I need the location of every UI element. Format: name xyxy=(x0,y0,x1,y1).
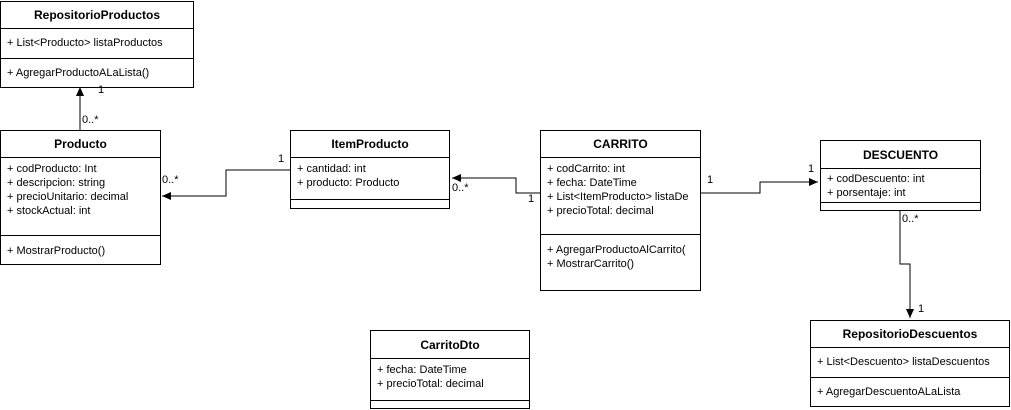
attributes-section: + List<Descuento> listaDescuentos xyxy=(811,348,1009,378)
class-name: RepositorioProductos xyxy=(1,2,193,29)
attribute: + stockActual: int xyxy=(7,205,91,217)
methods-section xyxy=(821,203,980,210)
class-carrito-dto[interactable]: CarritoDto + fecha: DateTime + precioTot… xyxy=(370,330,530,409)
methods-section: + AgregarDescuentoALaLista xyxy=(811,378,1009,403)
attribute: + porsentaje: int xyxy=(827,187,906,199)
line-descuento-repositorio xyxy=(899,210,914,318)
class-name: CarritoDto xyxy=(371,331,529,359)
method: + MostrarProducto() xyxy=(7,245,106,257)
class-name: RepositorioDescuentos xyxy=(811,321,1009,348)
attribute: + List<Producto> listaProductos xyxy=(7,37,163,49)
class-name: DESCUENTO xyxy=(821,141,980,169)
attributes-section: + List<Producto> listaProductos xyxy=(1,29,193,59)
class-descuento[interactable]: DESCUENTO + codDescuento: int + porsenta… xyxy=(820,140,981,211)
multiplicity-label: 1 xyxy=(707,174,714,186)
class-repositorio-descuentos[interactable]: RepositorioDescuentos + List<Descuento> … xyxy=(810,320,1010,407)
attribute: + fecha: DateTime xyxy=(547,177,637,189)
multiplicity-label: 0..* xyxy=(82,114,99,126)
attribute: + cantidad: int xyxy=(297,163,366,175)
attributes-section: + codDescuento: int + porsentaje: int xyxy=(821,169,980,203)
attribute: + codCarrito: int xyxy=(547,163,625,175)
multiplicity-label: 1 xyxy=(808,163,815,175)
attribute: + precioTotal: decimal xyxy=(377,378,484,390)
class-producto[interactable]: Producto + codProducto: Int + descripcio… xyxy=(0,130,161,265)
attributes-section: + fecha: DateTime + precioTotal: decimal xyxy=(371,359,529,401)
method: + AgregarProductoALaLista() xyxy=(7,67,150,79)
multiplicity-label: 1 xyxy=(918,303,925,315)
class-carrito[interactable]: CARRITO + codCarrito: int + fecha: DateT… xyxy=(540,130,701,291)
class-name: CARRITO xyxy=(541,131,700,158)
attributes-section: + cantidad: int + producto: Producto xyxy=(291,158,449,200)
line-carrito-descuento xyxy=(700,178,818,194)
attribute: + precioTotal: decimal xyxy=(547,205,654,217)
attribute: + codProducto: Int xyxy=(7,163,97,175)
methods-section: + MostrarProducto() xyxy=(1,236,160,262)
attribute: + precioUnitario: decimal xyxy=(7,191,129,203)
methods-section: + AgregarProductoALaLista() xyxy=(1,59,193,84)
line-carrito-item xyxy=(452,174,540,194)
attribute: + codDescuento: int xyxy=(827,173,925,185)
multiplicity-label: 1 xyxy=(98,84,105,96)
method: + AgregarDescuentoALaLista xyxy=(817,386,961,398)
multiplicity-label: 0..* xyxy=(452,182,469,194)
multiplicity-label: 0..* xyxy=(902,213,919,225)
class-item-producto[interactable]: ItemProducto + cantidad: int + producto:… xyxy=(290,130,450,209)
attribute: + List<Descuento> listaDescuentos xyxy=(817,356,990,368)
attribute: + List<ItemProducto> listaDe xyxy=(547,191,689,203)
line-item-producto xyxy=(162,169,290,200)
attributes-section: + codProducto: Int + descripcion: string… xyxy=(1,158,160,236)
method: + AgregarProductoAlCarrito( xyxy=(547,244,686,256)
class-repositorio-productos[interactable]: RepositorioProductos + List<Producto> li… xyxy=(0,1,194,88)
multiplicity-label: 1 xyxy=(278,153,285,165)
attribute: + descripcion: string xyxy=(7,177,106,189)
methods-section xyxy=(291,200,449,208)
multiplicity-label: 1 xyxy=(528,193,535,205)
method: + MostrarCarrito() xyxy=(547,258,635,270)
methods-section xyxy=(371,401,529,408)
multiplicity-label: 0..* xyxy=(162,174,179,186)
attributes-section: + codCarrito: int + fecha: DateTime + Li… xyxy=(541,158,700,235)
attribute: + fecha: DateTime xyxy=(377,364,467,376)
class-name: Producto xyxy=(1,131,160,158)
class-name: ItemProducto xyxy=(291,131,449,158)
attribute: + producto: Producto xyxy=(297,177,400,189)
methods-section: + AgregarProductoAlCarrito( + MostrarCar… xyxy=(541,235,700,275)
